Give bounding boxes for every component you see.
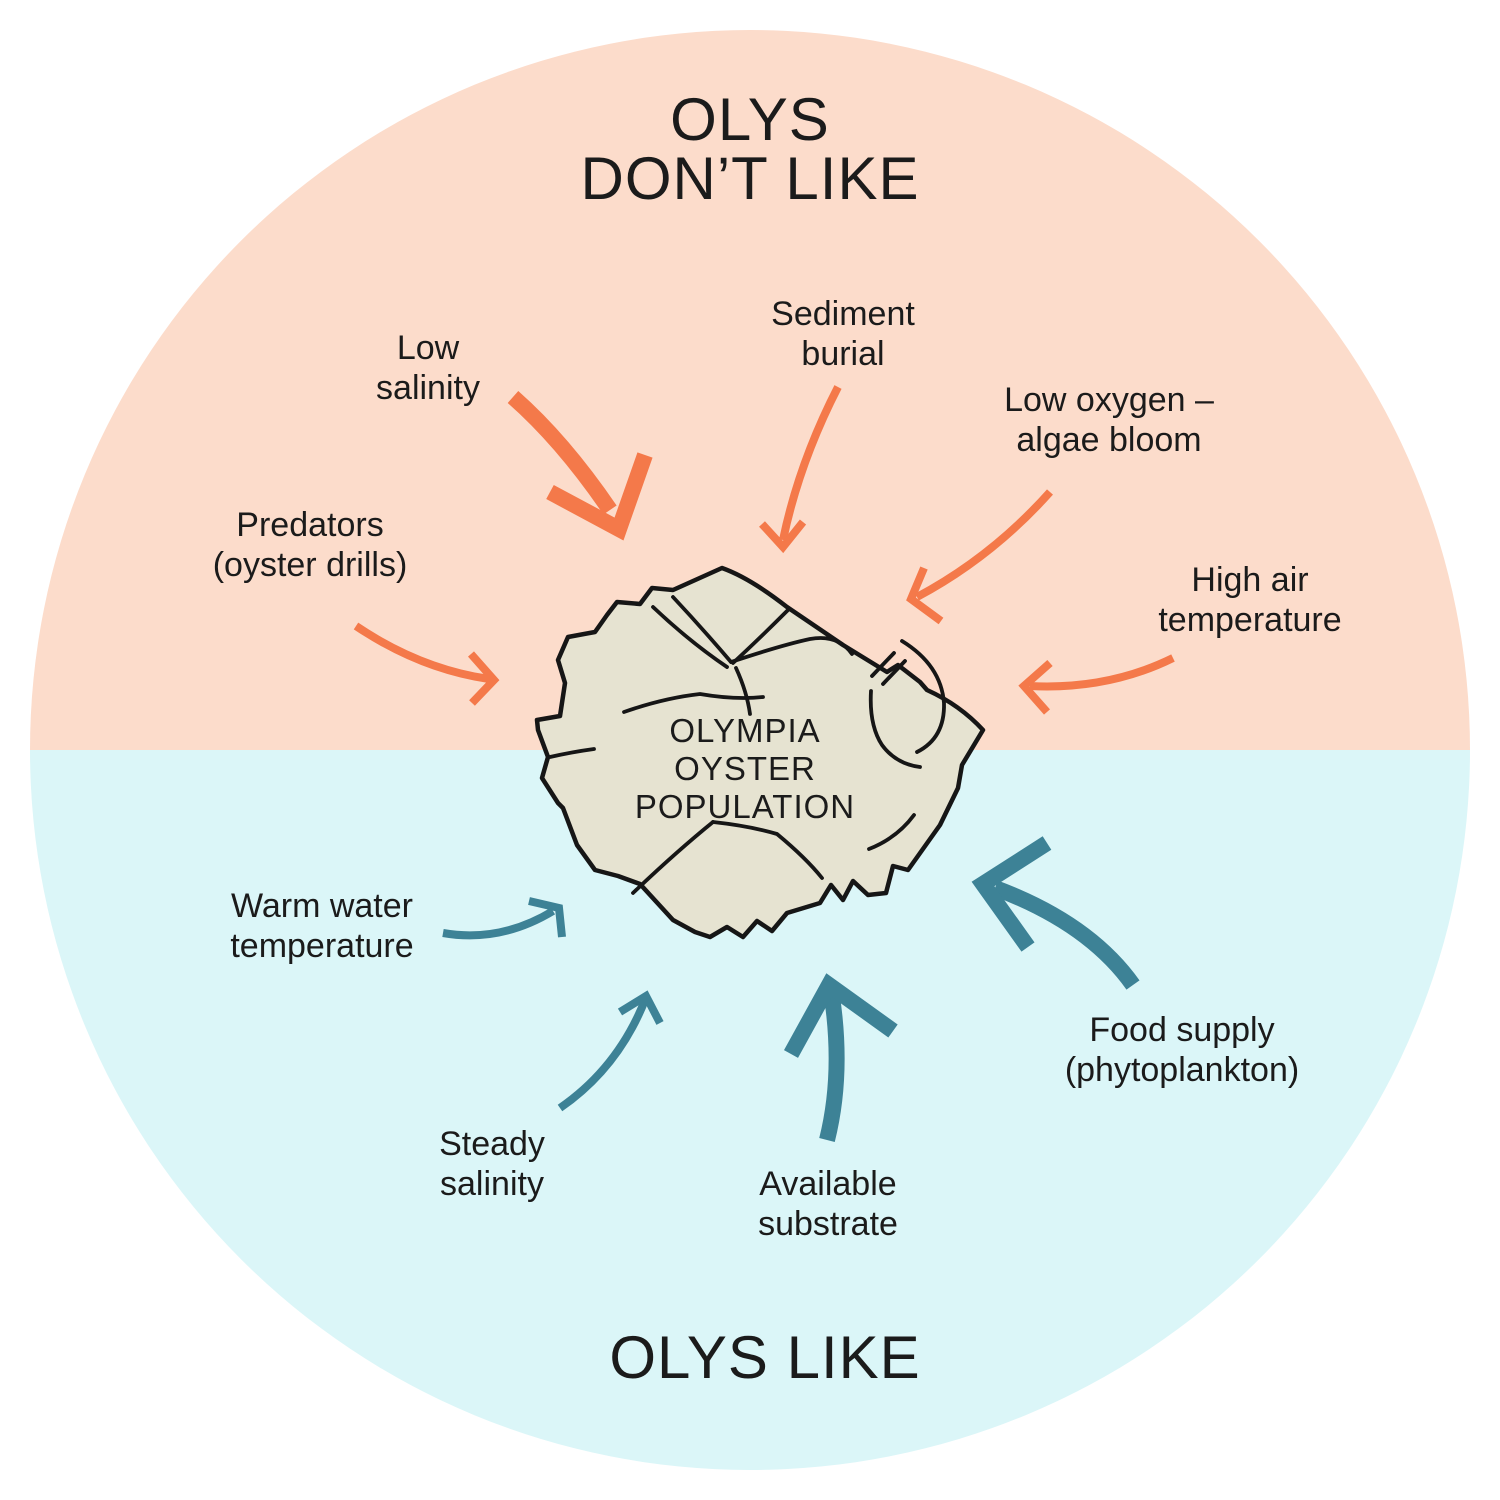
arrow-food-supply (971, 836, 1140, 990)
arrow-sediment-burial (759, 385, 842, 554)
oyster-illustration (534, 565, 986, 940)
like-arrows (442, 836, 1140, 1142)
arrow-low-oxygen (906, 489, 1053, 625)
arrow-steady-salinity (557, 990, 664, 1112)
dont-like-title: OLYS DON’T LIKE (580, 86, 920, 212)
arrow-available-substrate (783, 973, 898, 1142)
factor-warm-water: Warm water temperature (230, 887, 414, 965)
oyster-shell-ridges (548, 595, 946, 895)
factor-predators: Predators (oyster drills) (212, 506, 408, 584)
factor-low-oxygen: Low oxygen – algae bloom (1004, 381, 1214, 459)
dont-like-half-circle (30, 30, 1470, 750)
factor-low-salinity: Low salinity (376, 329, 480, 407)
factor-steady-salinity: Steady salinity (439, 1125, 545, 1203)
factor-food-supply: Food supply (phytoplankton) (1064, 1011, 1300, 1089)
factor-sediment-burial: Sediment burial (771, 295, 915, 373)
arrow-predators (353, 622, 500, 706)
arrow-low-salinity (507, 390, 653, 541)
dont-like-arrows (353, 385, 1175, 715)
arrow-high-air-temperature (1018, 654, 1175, 715)
oyster-population-label: OLYMPIA OYSTER POPULATION (634, 712, 856, 825)
like-half-circle (30, 750, 1470, 1470)
factor-high-air-temperature: High air temperature (1158, 561, 1342, 639)
oyster-shell (534, 565, 986, 940)
arrow-warm-water (442, 897, 566, 940)
factor-available-substrate: Available substrate (758, 1165, 898, 1243)
like-title: OLYS LIKE (609, 1324, 921, 1391)
